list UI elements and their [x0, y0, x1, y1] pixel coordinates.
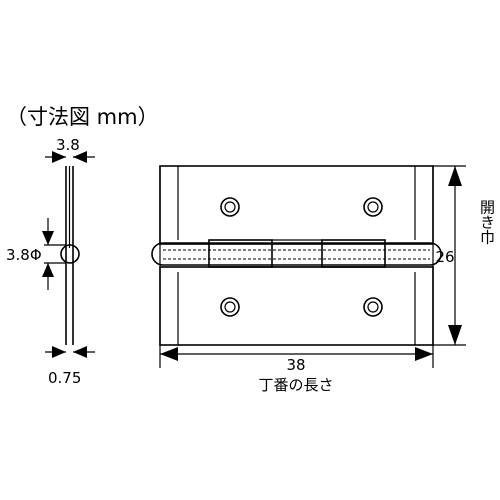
- front-view: 38 丁番の長さ 26 開き巾: [151, 165, 496, 394]
- side-view: 3.8 3.8Φ 0.75: [6, 136, 95, 387]
- lower-leaf: [159, 266, 434, 346]
- drawing-title: （寸法図 mm）: [6, 105, 159, 129]
- knuckle-barrel: [151, 242, 442, 266]
- width-arrow-left: [160, 347, 178, 361]
- side-pin-label: 3.8Φ: [6, 246, 42, 264]
- side-pin-arrow-top: [42, 231, 54, 245]
- knuckle-segment-1: [208, 239, 273, 268]
- knuckle-segment-2: [321, 239, 386, 268]
- screw-hole-bottom-left: [220, 297, 240, 317]
- side-top-arrow-left: [52, 151, 66, 163]
- screw-hole-bottom-right: [363, 297, 383, 317]
- height-caption: 開き巾: [478, 200, 496, 245]
- height-arrow-bottom: [448, 325, 462, 345]
- side-pin-arrow-bottom: [42, 263, 54, 277]
- width-caption: 丁番の長さ: [258, 376, 333, 394]
- side-leaf-label: 0.75: [48, 369, 81, 387]
- height-arrow-top: [448, 166, 462, 186]
- screw-hole-top-right: [363, 197, 383, 217]
- side-thickness-label: 3.8: [56, 136, 80, 154]
- side-pin-circle: [60, 244, 80, 264]
- height-value: 26: [435, 248, 454, 266]
- screw-hole-top-left: [220, 197, 240, 217]
- upper-leaf: [159, 165, 434, 245]
- side-bottom-arrow-right: [73, 346, 87, 358]
- side-top-arrow-right: [73, 151, 87, 163]
- width-arrow-right: [415, 347, 433, 361]
- width-value: 38: [286, 356, 305, 374]
- side-bottom-arrow-left: [52, 346, 66, 358]
